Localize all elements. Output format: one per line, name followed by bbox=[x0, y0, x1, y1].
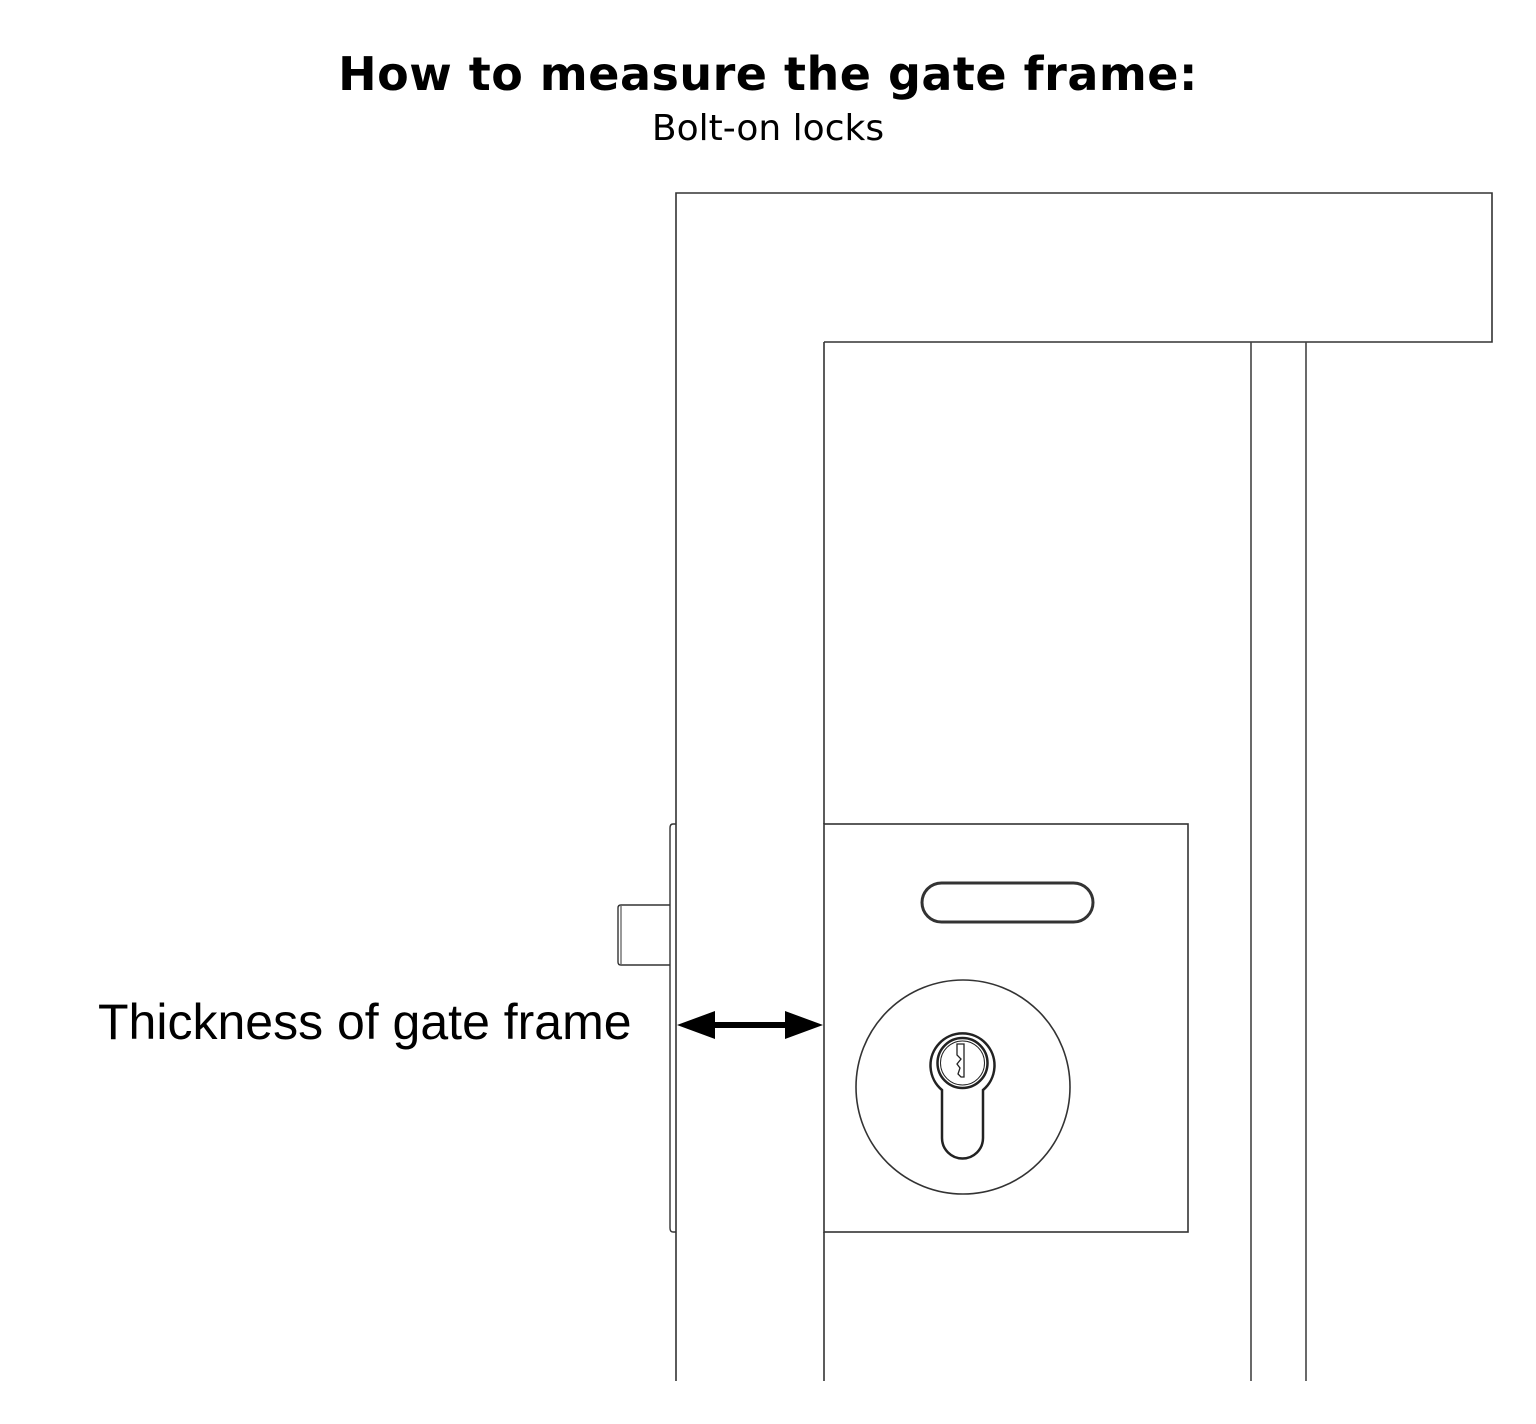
gate-infill-bar bbox=[1250, 342, 1307, 1381]
double-headed-arrow bbox=[677, 1011, 823, 1039]
page-subtitle: Bolt-on locks bbox=[651, 108, 885, 149]
handle-slot bbox=[920, 881, 1095, 924]
key-icon bbox=[956, 1043, 965, 1078]
lock-plate bbox=[823, 823, 1189, 1233]
euro-cylinder-keyhole bbox=[929, 1032, 996, 1160]
gate-frame-outer bbox=[675, 192, 1493, 1381]
lock-side-plate bbox=[669, 823, 676, 1233]
page-title: How to measure the gate frame: bbox=[338, 47, 1198, 101]
escutcheon-rose bbox=[855, 979, 1071, 1195]
lock-bolt bbox=[617, 904, 670, 966]
thickness-label: Thickness of gate frame bbox=[98, 994, 632, 1050]
